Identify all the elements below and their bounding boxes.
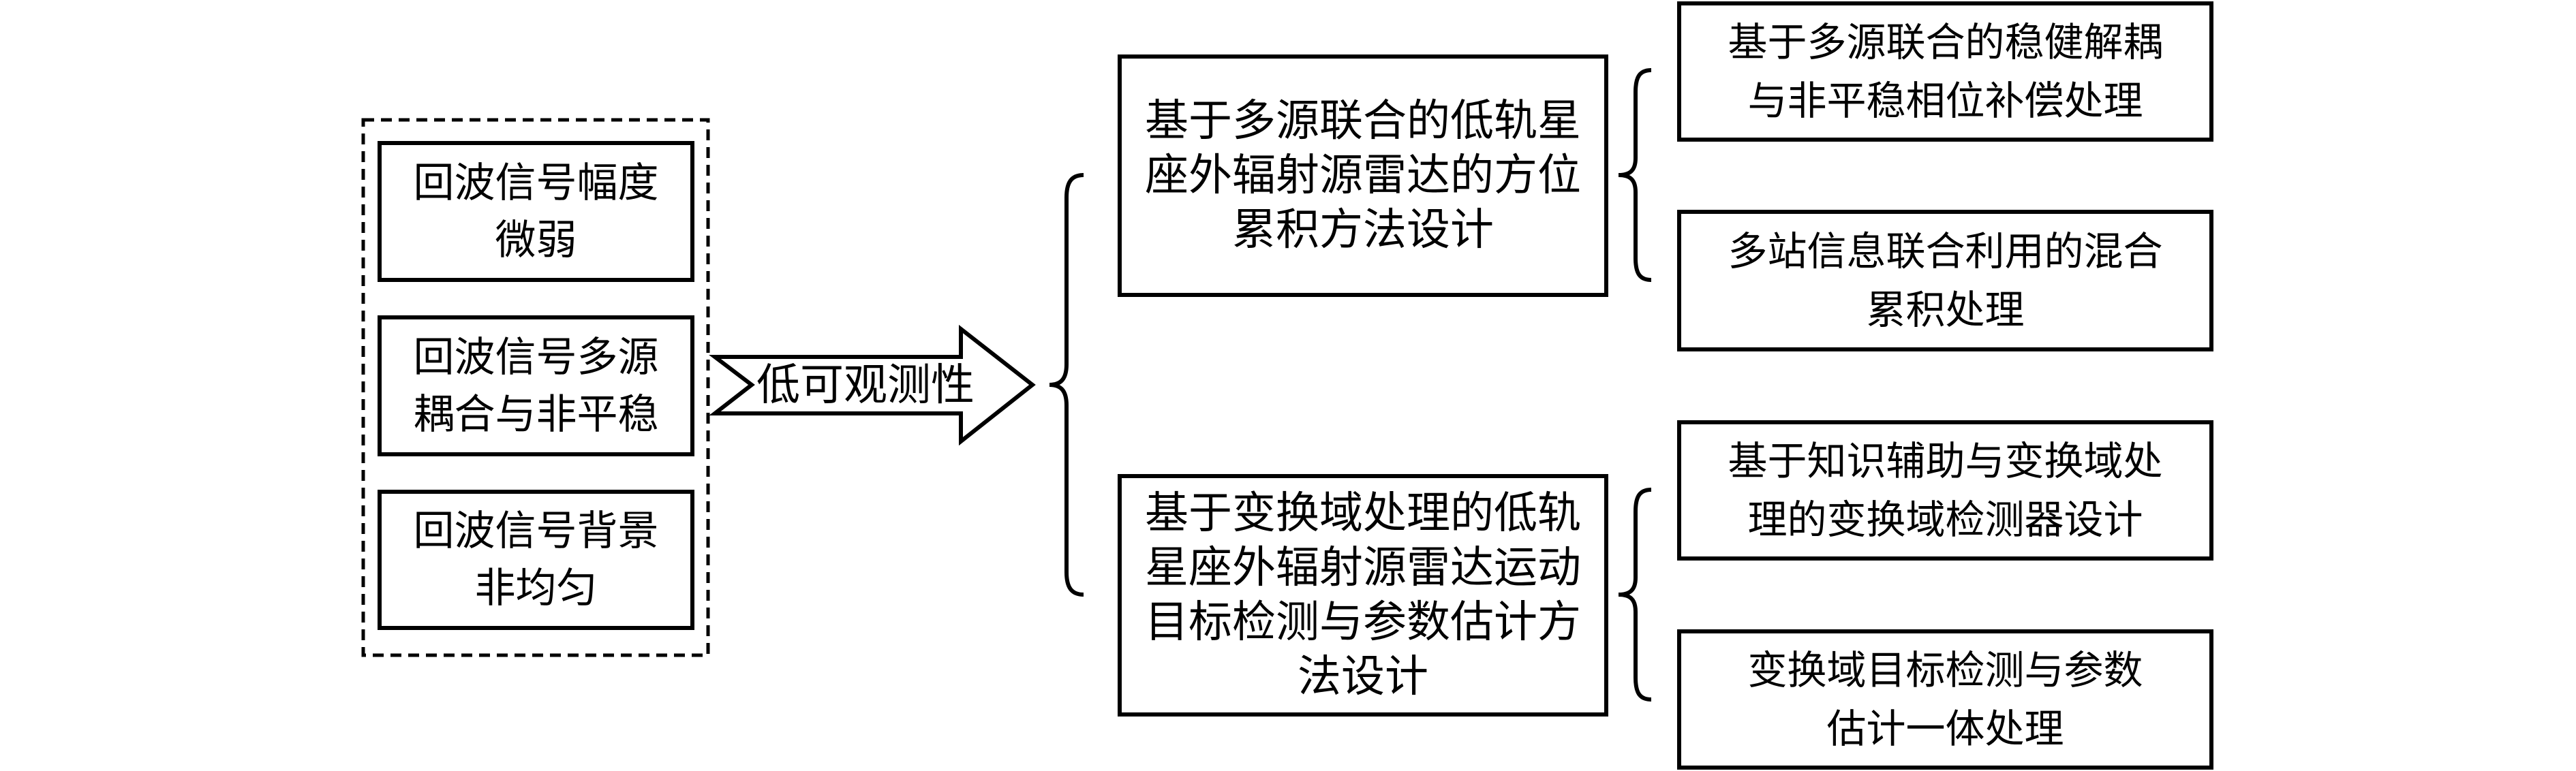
challenge-text: 回波信号背景 非均匀 — [413, 507, 659, 612]
subitem-text: 变换域目标检测与参数 估计一体处理 — [1747, 647, 2143, 752]
challenge-text: 回波信号多源 耦合与非平稳 — [413, 333, 659, 439]
challenges-group-border — [361, 118, 710, 657]
subitem-box-robust-decoupling: 基于多源联合的稳健解耦 与非平稳相位补偿处理 — [1677, 1, 2213, 142]
lower-sub-brace — [1618, 488, 1652, 702]
challenge-box-nonuniform-background: 回波信号背景 非均匀 — [378, 490, 694, 630]
challenge-box-multisource-coupling: 回波信号多源 耦合与非平稳 — [378, 315, 694, 456]
method-text: 基于多源联合的低轨星 座外辐射源雷达的方位 累积方法设计 — [1145, 96, 1581, 255]
challenge-box-weak-amplitude: 回波信号幅度 微弱 — [378, 141, 694, 282]
main-brace — [1049, 173, 1084, 597]
upper-sub-brace — [1618, 68, 1652, 282]
block-arrow — [709, 324, 1036, 446]
subitem-box-joint-detection-estimation: 变换域目标检测与参数 估计一体处理 — [1677, 629, 2213, 770]
method-text: 基于变换域处理的低轨 星座外辐射源雷达运动 目标检测与参数估计方 法设计 — [1145, 488, 1581, 702]
subitem-box-hybrid-integration: 多站信息联合利用的混合 累积处理 — [1677, 210, 2213, 351]
method-box-transform-domain-detection: 基于变换域处理的低轨 星座外辐射源雷达运动 目标检测与参数估计方 法设计 — [1118, 474, 1608, 717]
subitem-text: 多站信息联合利用的混合 累积处理 — [1728, 228, 2163, 333]
subitem-text: 基于知识辅助与变换域处 理的变换域检测器设计 — [1728, 438, 2163, 543]
subitem-box-knowledge-aided-detector: 基于知识辅助与变换域处 理的变换域检测器设计 — [1677, 420, 2213, 561]
challenge-text: 回波信号幅度 微弱 — [413, 159, 659, 264]
arrow-label: 低可观测性 — [756, 360, 975, 411]
method-box-azimuth-integration: 基于多源联合的低轨星 座外辐射源雷达的方位 累积方法设计 — [1118, 54, 1608, 297]
subitem-text: 基于多源联合的稳健解耦 与非平稳相位补偿处理 — [1728, 19, 2163, 124]
